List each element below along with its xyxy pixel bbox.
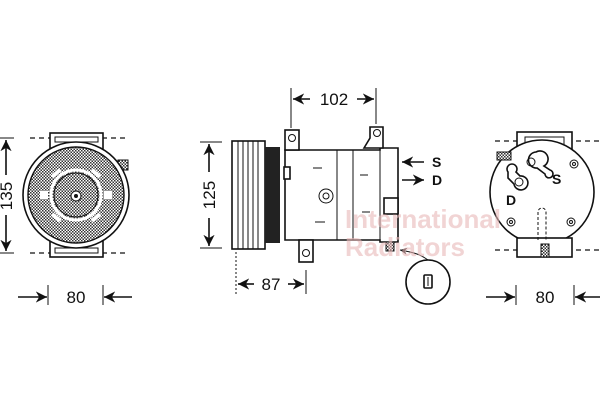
connector-detail [399, 247, 451, 305]
dimension-pulley-offset: 87 [235, 252, 307, 294]
dimension-label-80-front: 80 [67, 288, 86, 307]
dimension-label-102: 102 [320, 90, 348, 109]
rear-view: S D [489, 131, 600, 258]
watermark: International Radiators [345, 204, 501, 262]
side-view [231, 126, 399, 263]
watermark-line1: International [345, 204, 501, 234]
dimension-side-height: 125 [200, 141, 222, 249]
port-arrows: S D [402, 154, 442, 188]
dimension-label-125: 125 [200, 181, 219, 209]
rear-suction-label: S [552, 171, 561, 187]
dimension-label-87: 87 [262, 275, 281, 294]
suction-port-label: S [432, 154, 441, 170]
dimension-mount-spacing: 102 [290, 88, 377, 128]
dimension-label-135: 135 [0, 182, 16, 210]
dimension-rear-width: 80 [486, 285, 600, 307]
dimension-front-width: 80 [18, 285, 132, 307]
discharge-port-label: D [432, 172, 442, 188]
dimension-label-80-rear: 80 [536, 288, 555, 307]
front-view [22, 132, 130, 258]
watermark-line2: Radiators [345, 232, 465, 262]
dimension-front-height: 135 [0, 137, 16, 254]
rear-discharge-label: D [506, 192, 516, 208]
